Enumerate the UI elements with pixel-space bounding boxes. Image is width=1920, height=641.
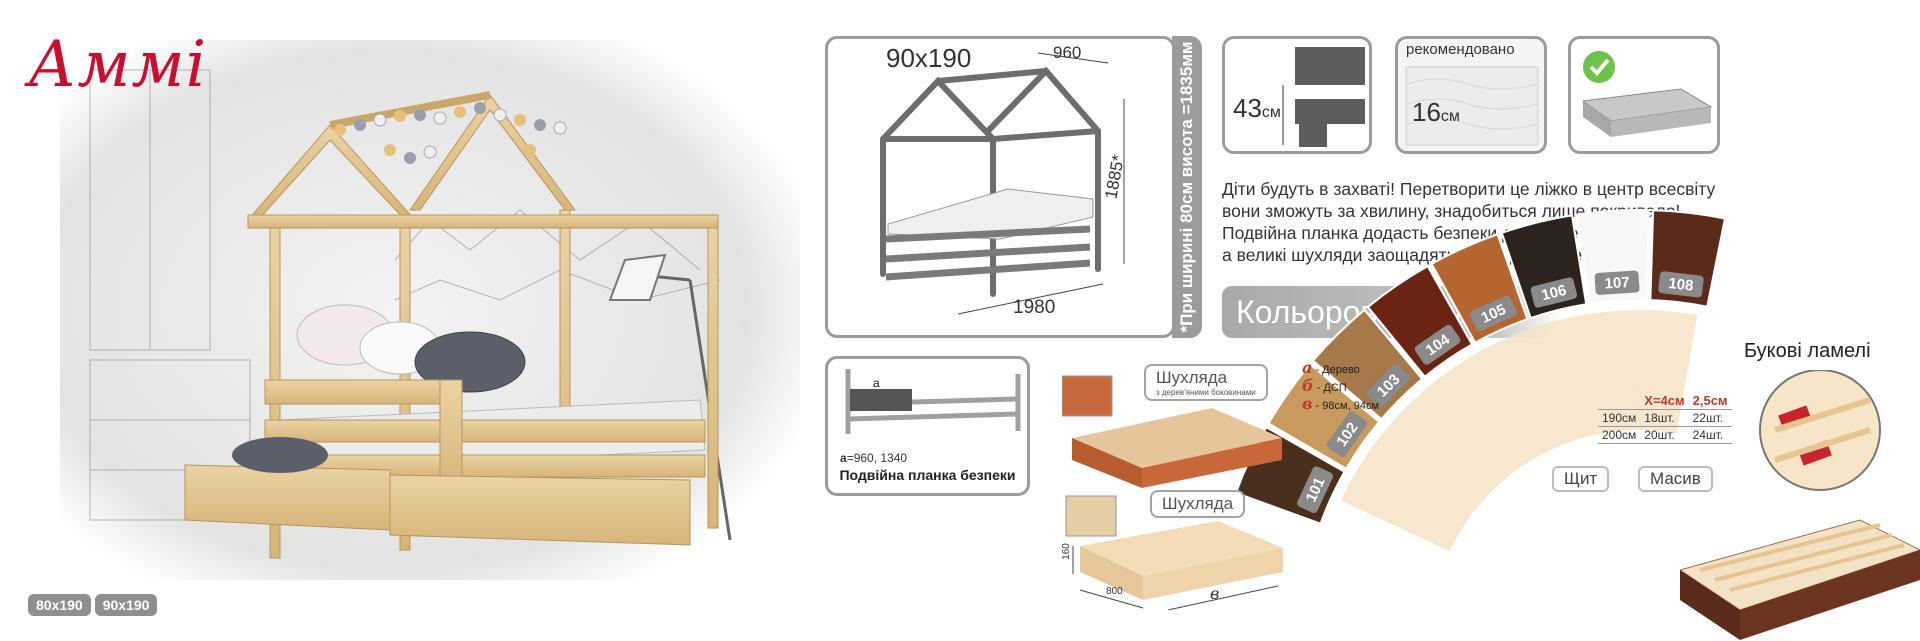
description-line-4: а великі шухляди заощадять місце для реч… [1222, 245, 1592, 265]
check-icon [1589, 58, 1610, 76]
drawer-b-illustration [1065, 495, 1283, 611]
slat-cell: 190см [1598, 409, 1641, 427]
drawer-wooden-sides: Шухляда з дерев'яними боковинами [1061, 364, 1282, 488]
description-line-2: вони зможуть за хвилину, знадобиться лиш… [1222, 201, 1681, 221]
svg-text:101: 101 [1303, 475, 1329, 505]
description-line-3: Подвійна планка додасть безпеки для мале… [1222, 223, 1629, 243]
slat-cell: 200см [1598, 426, 1641, 444]
safety-rail-caption: Подвійна планка безпеки [839, 467, 1016, 483]
drawer-b-title: Шухляда [1150, 490, 1246, 518]
rail-marker: a [873, 376, 880, 390]
dimension-drawing-panel: 90x190 960 1885* 1980 [825, 36, 1175, 338]
drawer-a-title-text: Шухляда [1156, 368, 1228, 387]
height-value: 43см [1233, 93, 1281, 124]
slat-count-table: Х=4см 2,5см 190см 18шт. 22шт. 200см 20шт… [1598, 392, 1732, 444]
slat-header-25: 2,5см [1688, 392, 1732, 410]
width-height-note: *При ширині 80см висота =1835мм [1172, 36, 1202, 338]
product-description: Діти будуть в захваті! Перетворити це лі… [1222, 178, 1782, 266]
svg-text:102: 102 [1333, 419, 1361, 449]
safety-rail-diagram: a [845, 369, 1021, 434]
hero-illustration [60, 40, 800, 580]
wood-type-solid: Масив [1638, 466, 1713, 492]
color-palette-title: Кольорова гама [1222, 286, 1562, 338]
slat-cell: 22шт. [1688, 409, 1732, 427]
length-dimension: 1980 [1013, 297, 1056, 318]
mattress-unit: см [1440, 108, 1460, 125]
safety-rail-box: a a=960, 1340 Подвійна планка безпеки [825, 356, 1030, 496]
slat-table-row: 190см 18шт. 22шт. [1598, 409, 1732, 427]
material-row-size: в - 98см, 94см [1302, 396, 1379, 414]
drawer-b-variant: в [1210, 584, 1220, 603]
size-badge-80: 80x190 [28, 594, 91, 616]
mattress-height: 16см [1412, 97, 1460, 128]
mattress-feature-box: рекомендовано 16см [1395, 36, 1547, 154]
drawer-chipboard: Шухляда 160 800 в [1058, 486, 1288, 611]
size-badges: 80x190 90x190 [28, 594, 158, 616]
bed-wireframe [880, 52, 1125, 315]
drawer-a-subtitle: з дерев'яними боковинами [1156, 388, 1256, 397]
drawer-b-width: 800 [1106, 586, 1123, 597]
drawer-a-illustration [1061, 375, 1282, 488]
material-mark-b: б [1302, 376, 1314, 395]
slats-illustration [1680, 370, 1920, 640]
slat-cell: 20шт. [1640, 426, 1689, 444]
slat-header-x: Х=4см [1640, 392, 1689, 410]
material-text-a: - Дерево [1315, 364, 1360, 376]
material-row-wood: а - Дерево [1302, 360, 1379, 378]
size-badge-90: 90x190 [94, 594, 158, 616]
rail-marker-label: a [840, 451, 847, 465]
color-code-label: 108 [1658, 271, 1704, 298]
height-unit: см [1261, 104, 1281, 121]
rail-value: =960, 1340 [846, 451, 908, 465]
slat-cell: 24шт. [1688, 426, 1732, 444]
description-line-1: Діти будуть в захваті! Перетворити це лі… [1222, 179, 1716, 199]
material-mark-c: в [1302, 394, 1313, 413]
svg-text:108: 108 [1668, 275, 1695, 295]
color-code-label: 107 [1594, 270, 1640, 295]
slat-cell: 18шт. [1640, 409, 1689, 427]
beech-slats-title: Букові ламелі [1744, 340, 1871, 362]
drawer-b-height: 160 [1060, 543, 1072, 560]
slat-table-header: Х=4см 2,5см [1598, 392, 1732, 410]
height-diagram [1282, 47, 1365, 147]
mattress-recommend-label: рекомендовано [1406, 41, 1515, 58]
color-code-label: 102 [1326, 411, 1368, 458]
wood-type-shield: Щит [1552, 466, 1610, 492]
color-code-label: 101 [1297, 466, 1333, 513]
rail-width-values: a=960, 1340 [840, 451, 907, 465]
slat-header-blank [1598, 392, 1641, 410]
brand-logo: Аммі [28, 28, 208, 102]
width-dimension: 960 [1053, 43, 1082, 62]
slat-table-row: 200см 20шт. 24шт. [1598, 426, 1732, 444]
mattress-texture [1405, 66, 1539, 146]
height-number: 43 [1233, 93, 1262, 123]
drawer-a-title: Шухляда з дерев'яними боковинами [1144, 364, 1268, 401]
width-height-note-text: *При ширині 80см висота =1835мм [1177, 41, 1196, 333]
hero-image: Аммі 80x190 90x190 [0, 0, 820, 641]
height-feature-box: 43см [1222, 36, 1372, 154]
model-size-label: 90x190 [886, 43, 972, 73]
drawer-feature-box [1568, 36, 1720, 154]
mattress-number: 16 [1412, 97, 1441, 127]
material-text-c: - 98см, 94см [1315, 400, 1380, 412]
material-text-b: - ДСП [1316, 382, 1347, 394]
material-mark-a: а [1302, 358, 1313, 377]
svg-text:107: 107 [1604, 274, 1630, 293]
material-legend: а - Дерево б - ДСП в - 98см, 94см [1302, 360, 1379, 414]
material-row-chipboard: б - ДСП [1302, 378, 1379, 396]
drawer-preview [1581, 51, 1713, 137]
